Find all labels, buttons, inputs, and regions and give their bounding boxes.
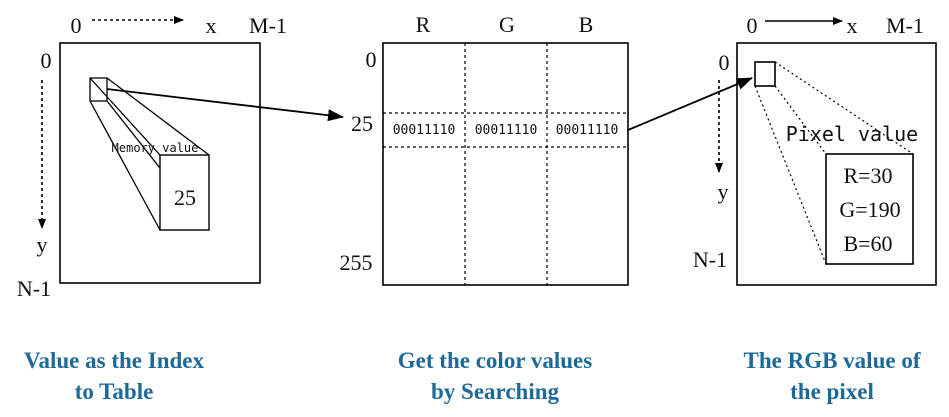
caption-search-line1: Get the color values bbox=[397, 348, 593, 373]
table-cell-b: 00011110 bbox=[556, 123, 619, 138]
p1-extrude-line bbox=[89, 100, 161, 231]
table-header-b: B bbox=[579, 12, 594, 37]
caption-index-line2: to Table bbox=[74, 379, 154, 404]
p1-x-axis-label: x bbox=[206, 13, 217, 38]
caption-rgb-line2: the pixel bbox=[790, 379, 874, 404]
p3-r-value: R=30 bbox=[843, 163, 892, 188]
p3-y-end-label: N-1 bbox=[693, 247, 727, 272]
p3-projection-line bbox=[774, 85, 827, 155]
index-to-table-arrow bbox=[106, 88, 344, 122]
p1-y-origin-label: 0 bbox=[41, 48, 52, 73]
p3-y-axis-label: y bbox=[718, 179, 729, 204]
p3-rgb-box bbox=[825, 153, 914, 265]
p3-projection-line bbox=[754, 85, 827, 265]
table-cell-r: 00011110 bbox=[393, 123, 456, 138]
p3-x-origin-label: 0 bbox=[747, 13, 758, 38]
caption-search-line2: by Searching bbox=[430, 379, 560, 404]
table-header-g: G bbox=[499, 12, 515, 37]
p1-memory-value: 25 bbox=[174, 185, 196, 210]
p1-memory-box bbox=[159, 154, 210, 231]
p1-x-end-label: M-1 bbox=[249, 13, 287, 38]
table-row-255-label: 255 bbox=[340, 250, 373, 275]
p3-g-value: G=190 bbox=[839, 197, 900, 222]
caption-rgb: The RGB value of the pixel bbox=[718, 345, 946, 407]
caption-rgb-line1: The RGB value of bbox=[743, 348, 921, 373]
panel-rgb-pixel: 0 x M-1 0 y N-1 Pixel value R=30 G=190 B… bbox=[693, 13, 937, 286]
p1-y-axis-label: y bbox=[37, 232, 48, 257]
p1-x-origin-label: 0 bbox=[71, 13, 82, 38]
table-cell-g: 00011110 bbox=[475, 123, 538, 138]
p3-x-axis-label: x bbox=[847, 13, 858, 38]
p3-b-value: B=60 bbox=[843, 231, 892, 256]
p1-image-frame bbox=[59, 42, 261, 284]
p1-memory-label: Memory value bbox=[112, 141, 199, 155]
p3-image-frame bbox=[736, 42, 937, 286]
panel-image-index: 0 x M-1 0 y N-1 Memory value 25 bbox=[17, 13, 287, 301]
table-frame bbox=[382, 42, 629, 286]
p3-x-end-label: M-1 bbox=[886, 13, 924, 38]
table-row-25-label: 25 bbox=[351, 111, 373, 136]
caption-index-line1: Value as the Index bbox=[24, 348, 204, 373]
p3-pixel-square bbox=[754, 61, 776, 87]
p1-extrude-line bbox=[89, 77, 161, 156]
caption-search: Get the color values by Searching bbox=[362, 345, 628, 407]
table-header-r: R bbox=[416, 12, 431, 37]
panel-color-table: R G B 0 25 255 00011110 00011110 0001111… bbox=[340, 12, 629, 286]
p3-y-origin-label: 0 bbox=[719, 50, 730, 75]
table-to-pixel-arrow bbox=[627, 77, 753, 131]
p1-y-end-label: N-1 bbox=[17, 276, 51, 301]
p3-pixel-label: Pixel value bbox=[786, 122, 918, 146]
caption-index: Value as the Index to Table bbox=[0, 345, 228, 407]
table-row-0-label: 0 bbox=[366, 47, 377, 72]
